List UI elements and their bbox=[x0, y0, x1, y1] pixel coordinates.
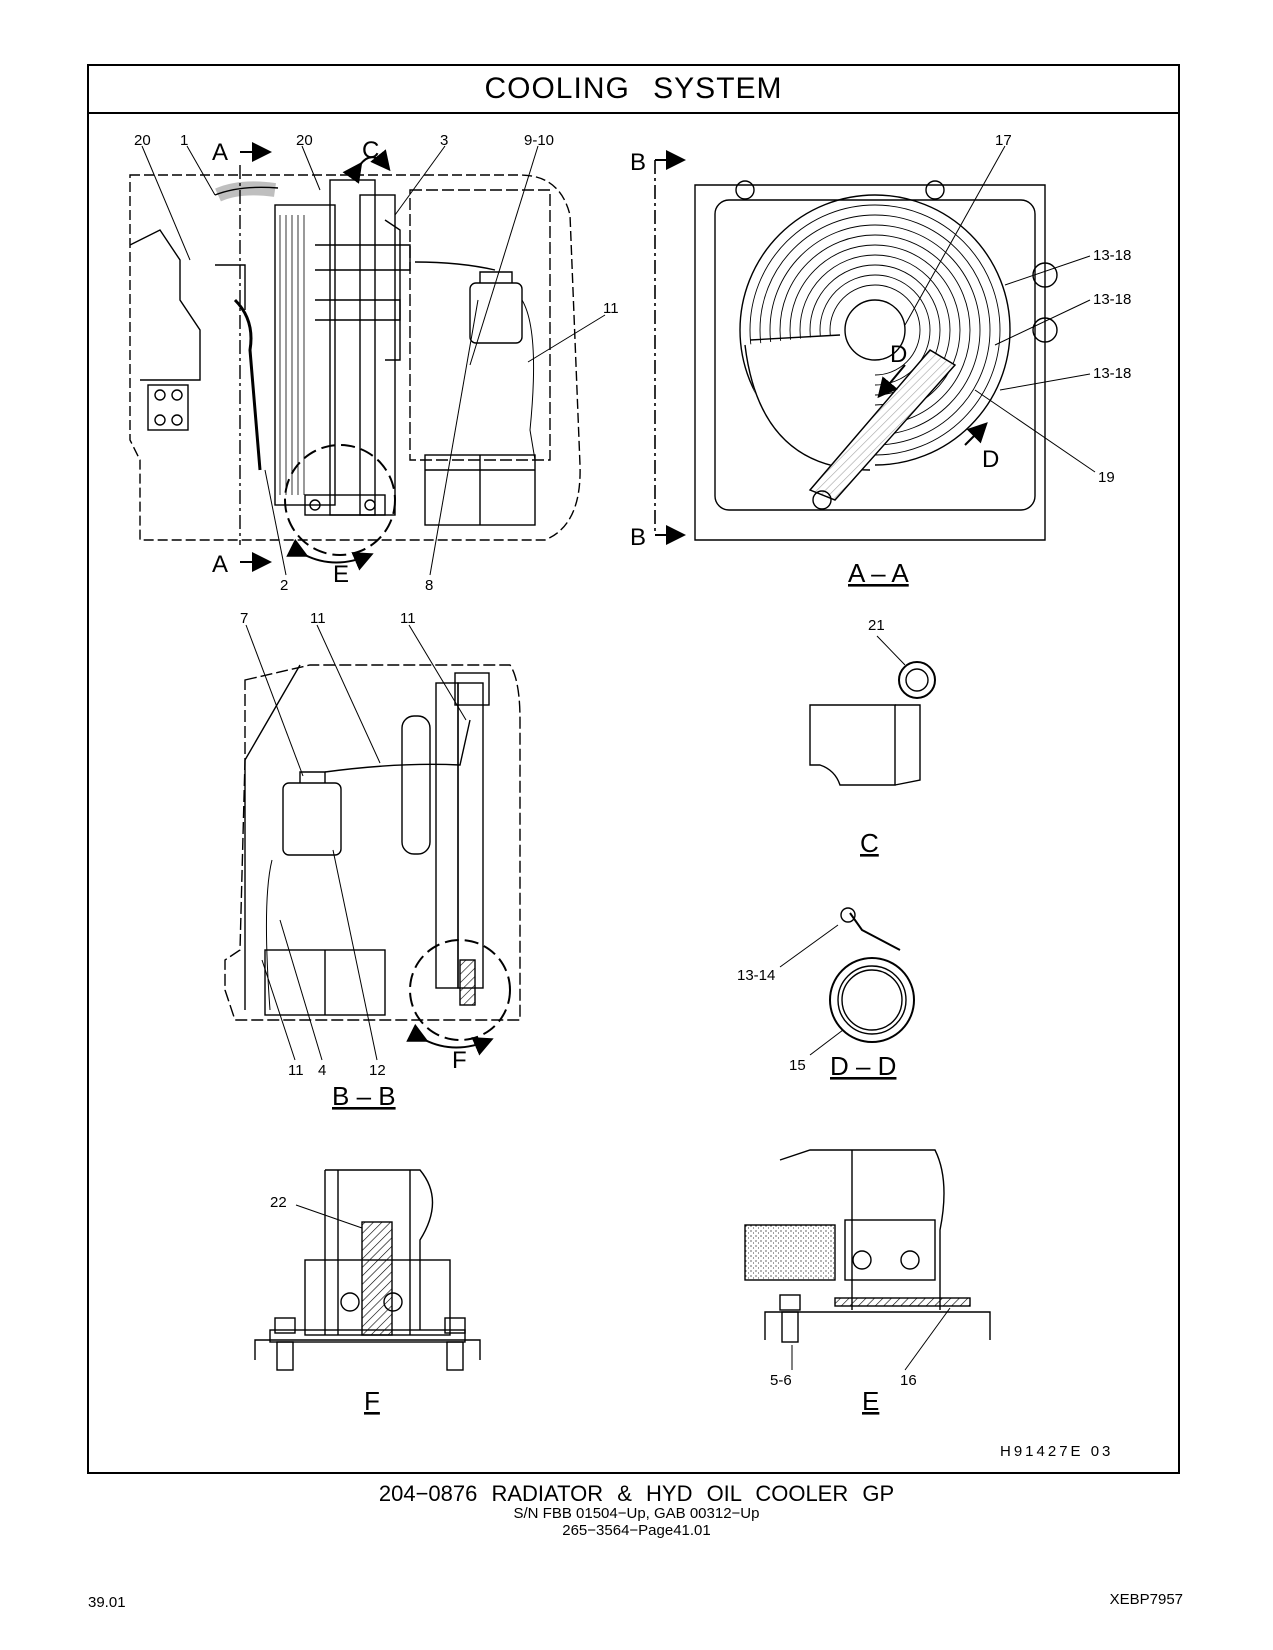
callout-11-bb2: 11 bbox=[400, 610, 416, 627]
detail-dd-view bbox=[779, 907, 915, 1056]
page-reference: 265−3564−Page41.01 bbox=[562, 1522, 711, 1539]
callout-19: 19 bbox=[1098, 469, 1115, 486]
detail-marker-f: F bbox=[452, 1047, 467, 1074]
drawing-title: COOLING SYSTEM bbox=[89, 66, 1178, 114]
callout-5-6: 5-6 bbox=[770, 1372, 792, 1389]
drawing-frame: COOLING SYSTEM bbox=[87, 64, 1180, 1474]
section-bb-view bbox=[224, 624, 521, 1061]
callout-16: 16 bbox=[900, 1372, 917, 1389]
callout-22: 22 bbox=[270, 1194, 287, 1211]
caption-f: F bbox=[364, 1386, 380, 1416]
callout-1: 1 bbox=[180, 132, 188, 149]
callout-21: 21 bbox=[868, 617, 885, 634]
section-bb-labels: 7 11 11 11 4 12 F B – B bbox=[240, 610, 467, 1111]
callout-13-18a: 13-18 bbox=[1093, 247, 1131, 264]
main-view bbox=[129, 142, 606, 576]
document-id: XEBP7957 bbox=[1109, 1591, 1183, 1608]
callout-20b: 20 bbox=[296, 132, 313, 149]
detail-c-view bbox=[809, 635, 936, 786]
callout-9-10: 9-10 bbox=[524, 132, 554, 149]
section-marker-a-bottom: A bbox=[212, 551, 228, 578]
section-marker-b-bottom: B bbox=[630, 524, 646, 551]
callout-12: 12 bbox=[369, 1062, 386, 1079]
section-marker-b-top: B bbox=[630, 149, 646, 176]
drawing-reference: H91427E 03 bbox=[1000, 1443, 1114, 1460]
callout-15: 15 bbox=[789, 1057, 806, 1074]
part-title: 204−0876 RADIATOR & HYD OIL COOLER GP bbox=[378, 1481, 895, 1506]
caption-bb: B – B bbox=[332, 1081, 396, 1111]
callout-20: 20 bbox=[134, 132, 151, 149]
detail-f-view bbox=[254, 1169, 481, 1371]
callout-2: 2 bbox=[280, 577, 288, 594]
callout-8: 8 bbox=[425, 577, 433, 594]
callout-11-bb3: 11 bbox=[288, 1062, 304, 1079]
callout-3: 3 bbox=[440, 132, 448, 149]
detail-e-view bbox=[744, 1149, 991, 1371]
caption-e: E bbox=[862, 1386, 879, 1416]
callout-13-14: 13-14 bbox=[737, 967, 775, 984]
caption-c: C bbox=[860, 828, 879, 858]
detail-marker-d-2: D bbox=[982, 446, 999, 473]
section-marker-a-top: A bbox=[212, 139, 228, 166]
callout-11-bb1: 11 bbox=[310, 610, 326, 627]
detail-marker-d-1: D bbox=[890, 341, 907, 368]
serial-range: S/N FBB 01504−Up, GAB 00312−Up bbox=[513, 1505, 760, 1522]
caption-dd: D – D bbox=[830, 1051, 896, 1081]
callout-17: 17 bbox=[995, 132, 1012, 149]
detail-marker-c: C bbox=[362, 137, 379, 164]
detail-e-labels: 5-6 16 E bbox=[770, 1372, 917, 1416]
caption-aa: A – A bbox=[848, 558, 909, 588]
section-aa-view bbox=[654, 145, 1096, 545]
main-view-labels: 20 1 20 3 9-10 11 2 8 A A C E bbox=[134, 132, 619, 594]
page-number: 39.01 bbox=[88, 1594, 126, 1611]
callout-13-18b: 13-18 bbox=[1093, 291, 1131, 308]
callout-4: 4 bbox=[318, 1062, 326, 1079]
callout-11: 11 bbox=[603, 300, 619, 317]
section-aa-labels: 17 13-18 13-18 13-18 19 B B D D A – A bbox=[630, 132, 1131, 588]
detail-c-labels: 21 C bbox=[860, 617, 885, 858]
callout-7: 7 bbox=[240, 610, 248, 627]
detail-f-labels: 22 F bbox=[270, 1194, 380, 1416]
detail-dd-labels: 13-14 15 D – D bbox=[737, 967, 896, 1081]
detail-marker-e: E bbox=[333, 561, 349, 588]
callout-13-18c: 13-18 bbox=[1093, 365, 1131, 382]
